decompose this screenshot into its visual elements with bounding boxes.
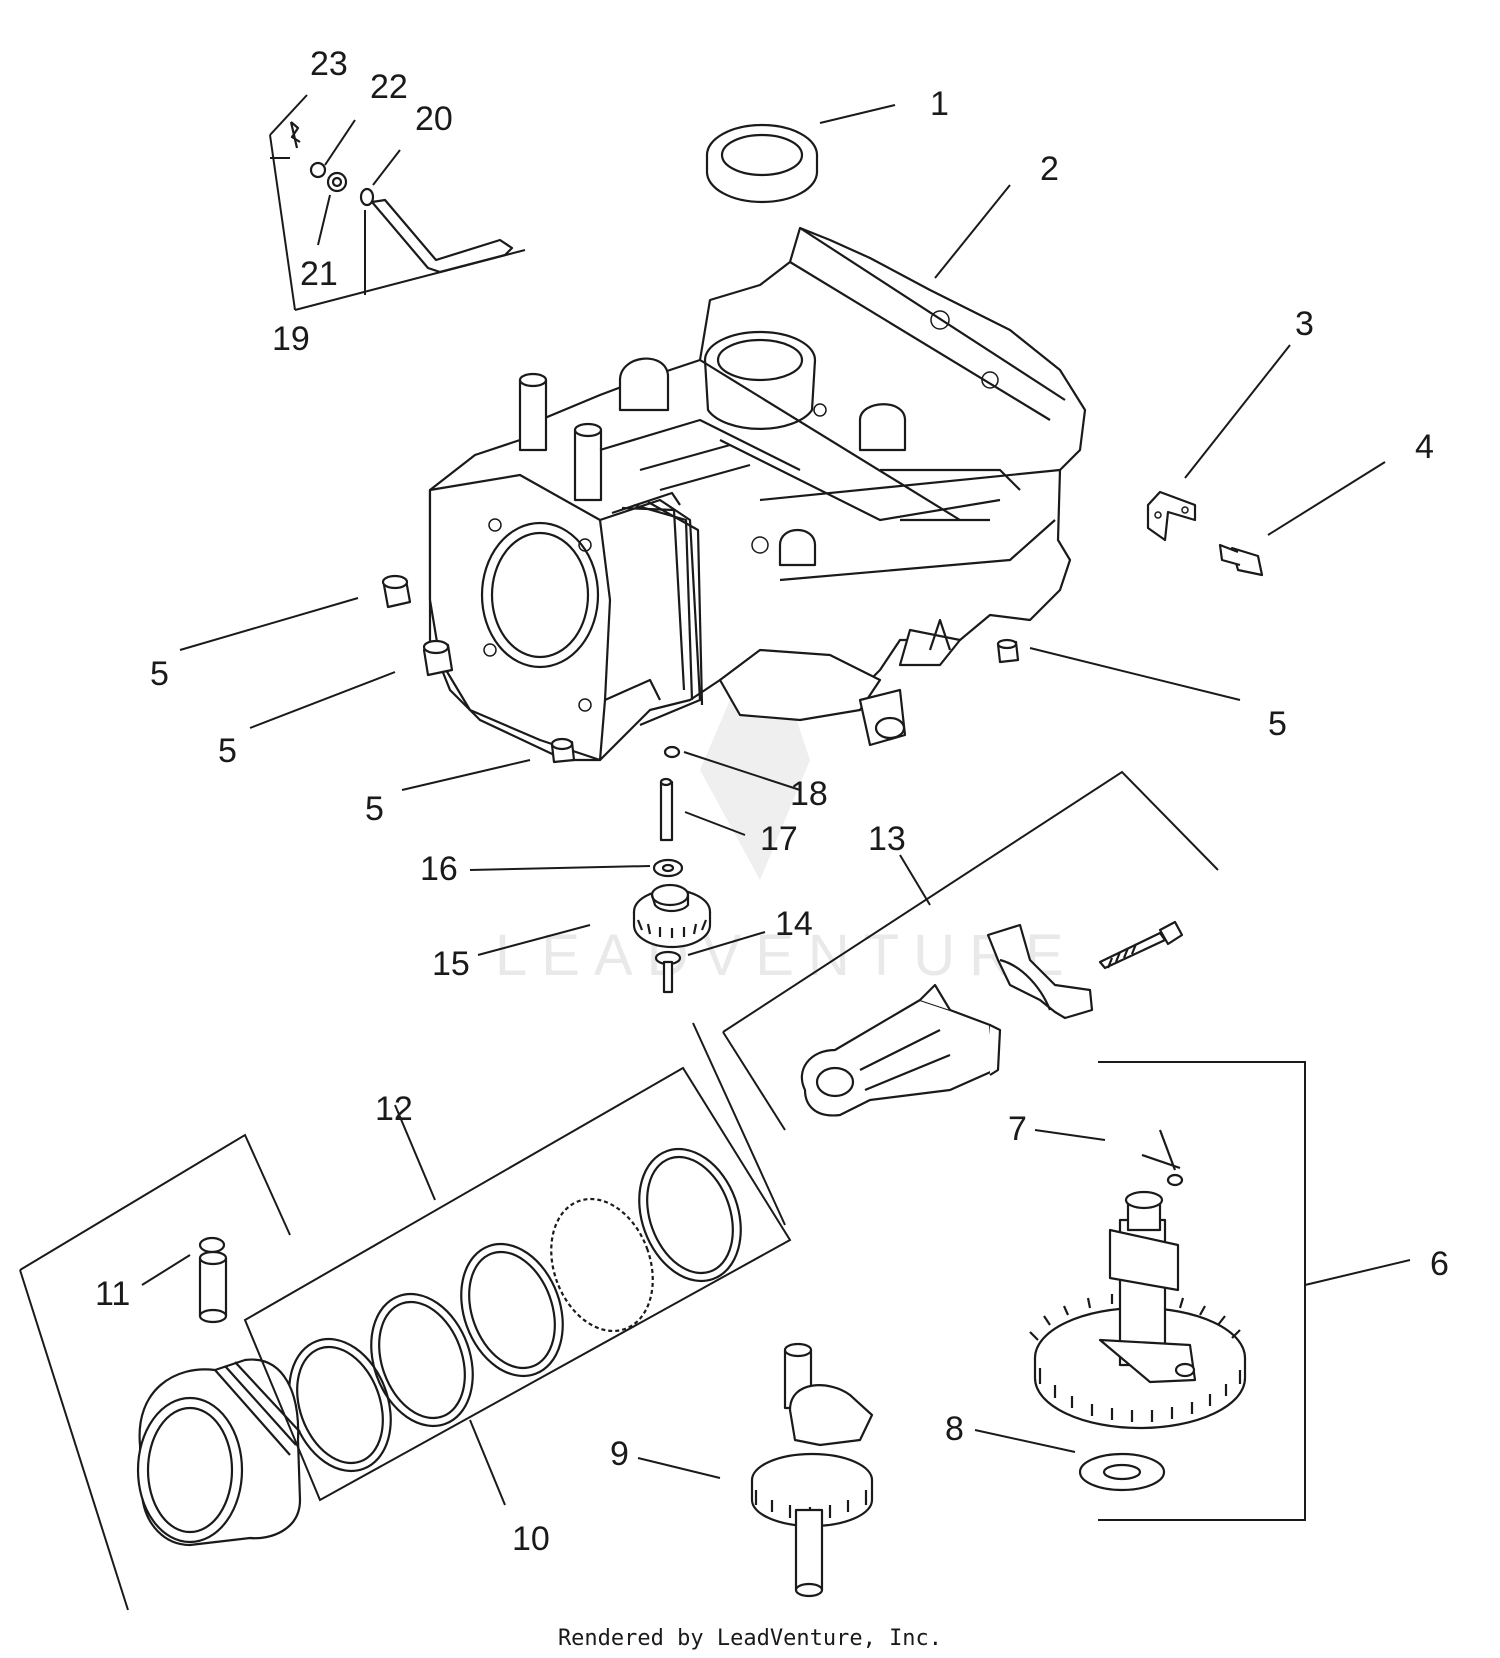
callout-4: 4: [1415, 428, 1434, 466]
callout-1: 1: [930, 85, 949, 123]
part-crankcase: [428, 226, 1087, 762]
callout-22: 22: [370, 68, 408, 106]
callout-6: 6: [1430, 1245, 1449, 1283]
callout-18: 18: [790, 775, 828, 813]
callout-5c: 5: [365, 790, 384, 828]
callout-labels: 1 2 3 4 5 5 5 5 6 7 8 9 10 11 12 13 14 1…: [95, 45, 1449, 1558]
part-ball: [663, 745, 681, 759]
callout-14: 14: [775, 905, 813, 943]
callout-15: 15: [432, 945, 470, 983]
watermark: LEADVENTURE: [495, 700, 1078, 988]
part-dowel-b: [422, 639, 454, 677]
part-piston-pin: [198, 1236, 228, 1324]
part-bolt-small: [1218, 543, 1264, 577]
part-piston: [136, 1358, 302, 1547]
callout-5b: 5: [218, 732, 237, 770]
callout-10: 10: [512, 1520, 550, 1558]
callout-23: 23: [310, 45, 348, 83]
part-connecting-rod: [800, 983, 1002, 1117]
part-cam-washer: [1078, 1452, 1166, 1492]
callout-3: 3: [1295, 305, 1314, 343]
part-tube-assembly: [289, 121, 514, 274]
callout-19: 19: [272, 320, 310, 358]
part-camshaft: [1029, 1190, 1247, 1430]
part-dowel-d: [996, 638, 1020, 664]
callout-16: 16: [420, 850, 458, 888]
callout-9: 9: [610, 1435, 629, 1473]
part-dowel-c: [550, 737, 576, 764]
part-governor-shaft: [659, 777, 674, 842]
part-pin: [654, 950, 682, 994]
callout-20: 20: [415, 100, 453, 138]
part-crankshaft: [750, 1342, 874, 1598]
callout-17: 17: [760, 820, 798, 858]
part-rod-bolt: [1098, 920, 1184, 970]
callout-8: 8: [945, 1410, 964, 1448]
callout-7: 7: [1008, 1110, 1027, 1148]
rendered-by-caption: Rendered by LeadVenture, Inc.: [558, 1626, 942, 1651]
part-washer: [652, 858, 684, 878]
callout-2: 2: [1040, 150, 1059, 188]
watermark-text: LEADVENTURE: [495, 923, 1078, 988]
callout-21: 21: [300, 255, 338, 293]
part-piston-rings: [288, 1147, 742, 1473]
callout-11: 11: [95, 1275, 130, 1313]
callout-5a: 5: [150, 655, 169, 693]
part-bracket: [1146, 490, 1197, 542]
callout-13: 13: [868, 820, 906, 858]
part-clip: [1141, 1129, 1184, 1187]
part-rod-cap: [986, 923, 1094, 1020]
callout-12: 12: [375, 1090, 413, 1128]
callout-5d: 5: [1268, 705, 1287, 743]
part-dowel-a: [381, 574, 412, 609]
part-seal: [705, 123, 819, 204]
leader-lines: [19, 94, 1411, 1611]
part-governor-gear: [632, 883, 712, 949]
